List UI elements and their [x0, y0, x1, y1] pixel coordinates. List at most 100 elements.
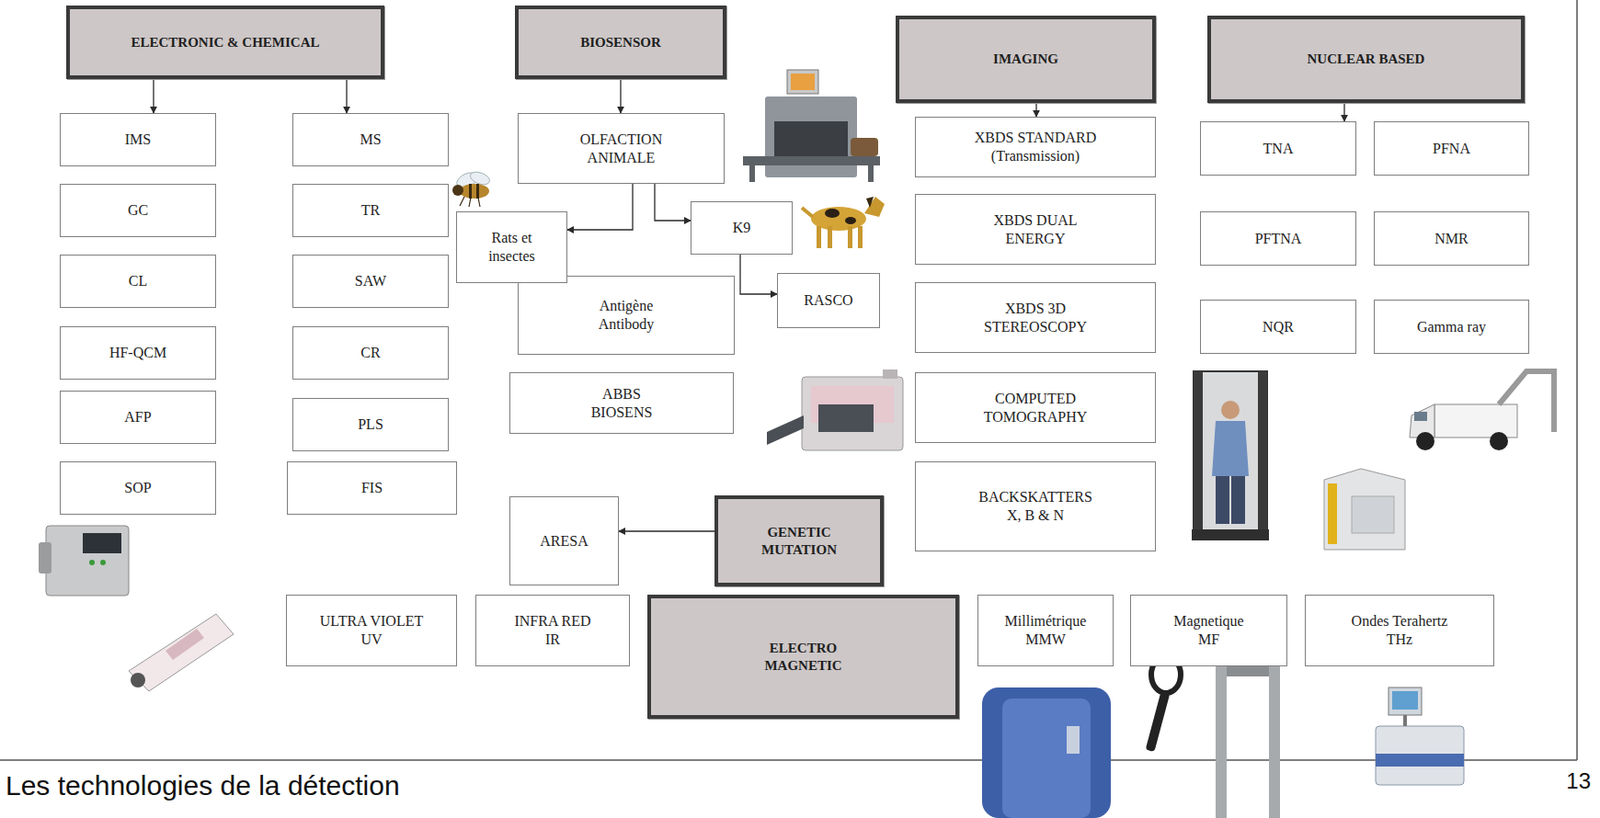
node-text: GC — [127, 201, 149, 220]
connector-arrow — [618, 530, 715, 532]
frame-line — [0, 759, 1578, 762]
node-text: XBDS STANDARD (Transmission) — [966, 128, 1105, 165]
body-scanner-portal-picture — [1191, 371, 1269, 541]
node-text: Millimétrique MMW — [994, 612, 1098, 649]
technology-box: Ondes Terahertz THz — [1304, 594, 1495, 667]
caption: Les technologies de la détection — [5, 770, 400, 802]
technology-box: AFP — [59, 390, 217, 445]
technology-box: ULTRA VIOLET UV — [285, 594, 458, 667]
technology-box: XBDS DUAL ENERGY — [914, 194, 1156, 265]
category-box: ELECTRONIC & CHEMICAL — [66, 5, 385, 80]
connector-arrow — [619, 79, 621, 114]
node-text: XBDS 3D STEREOSCOPY — [975, 299, 1096, 336]
node-text: Gamma ray — [1417, 318, 1486, 337]
xray-scanner-picture — [742, 69, 880, 183]
millimeter-wave-scanner-picture — [982, 687, 1111, 818]
node-text: ULTRA VIOLET UV — [314, 612, 430, 649]
technology-box: Antigène Antibody — [517, 275, 735, 355]
node-text: NQR — [1262, 318, 1294, 337]
inspection-cabinet-picture — [1324, 468, 1406, 550]
connector-arrow — [1343, 102, 1345, 122]
node-text: TR — [361, 201, 380, 220]
node-text: Antigène Antibody — [587, 297, 665, 333]
category-box: NUCLEAR BASED — [1207, 15, 1525, 103]
technology-box: OLFACTION ANIMALE — [517, 113, 725, 184]
connector-arrow — [1035, 102, 1037, 117]
scanner-truck-picture — [1409, 371, 1555, 451]
page-number: 13 — [1565, 768, 1591, 795]
node-text: NUCLEAR BASED — [1307, 50, 1426, 68]
node-text: CL — [128, 272, 148, 291]
node-text: RASCO — [803, 291, 853, 310]
node-text: ELECTRONIC & CHEMICAL — [130, 34, 320, 51]
dog-picture — [801, 196, 885, 249]
technology-box: TR — [292, 183, 449, 238]
technology-box: COMPUTED TOMOGRAPHY — [914, 372, 1156, 444]
node-text: BACKSKATTERS X, B & N — [971, 488, 1100, 525]
technology-box: NQR — [1200, 299, 1357, 355]
node-text: Magnetique MF — [1165, 612, 1253, 649]
technology-box: INFRA RED IR — [475, 594, 630, 667]
technology-box: BACKSKATTERS X, B & N — [914, 461, 1156, 552]
node-text: INFRA RED IR — [509, 612, 597, 649]
technology-box: SAW — [292, 254, 449, 309]
technology-box: PFTNA — [1200, 211, 1357, 266]
technology-box: TNA — [1200, 121, 1357, 176]
technology-box: ARESA — [509, 496, 619, 586]
technology-box: RASCO — [777, 273, 880, 329]
handheld-detector-picture — [128, 614, 234, 692]
node-text: ABBS BIOSENS — [571, 385, 673, 422]
node-text: NMR — [1434, 229, 1468, 249]
node-text: BIOSENSOR — [580, 34, 662, 51]
node-text: COMPUTED TOMOGRAPHY — [975, 389, 1096, 426]
node-text: XBDS DUAL ENERGY — [975, 211, 1096, 248]
trace-detector-picture — [38, 525, 129, 596]
metal-detector-picture — [1145, 656, 1280, 818]
technology-box: K9 — [690, 201, 793, 255]
node-text: K9 — [732, 218, 752, 238]
technology-box: NMR — [1373, 211, 1530, 266]
technology-box: CR — [292, 326, 449, 380]
node-text: TNA — [1263, 139, 1294, 159]
category-box: ELECTRO MAGNETIC — [647, 594, 960, 720]
technology-box: IMS — [59, 113, 217, 167]
technology-box: Magnetique MF — [1130, 594, 1288, 667]
node-text: PFNA — [1432, 139, 1471, 159]
node-text: IMS — [125, 130, 151, 149]
node-text: SAW — [354, 272, 387, 291]
node-text: GENETIC MUTATION — [746, 524, 853, 559]
node-text: FIS — [361, 479, 383, 498]
category-box: BIOSENSOR — [514, 5, 727, 80]
connector-arrow — [345, 79, 347, 114]
node-text: SOP — [124, 479, 151, 498]
frame-line — [1576, 0, 1578, 761]
technology-box: HF-QCM — [59, 326, 217, 380]
connector-arrow — [654, 183, 691, 221]
technology-box: Rats et insectes — [456, 211, 568, 284]
baggage-scanner-picture — [766, 369, 903, 451]
technology-box: GC — [59, 183, 217, 238]
technology-box: Millimétrique MMW — [977, 594, 1114, 667]
terahertz-scanner-picture — [1375, 687, 1464, 786]
node-text: CR — [360, 343, 380, 363]
technology-box: XBDS 3D STEREOSCOPY — [914, 282, 1156, 354]
technology-box: Gamma ray — [1373, 299, 1530, 355]
node-text: AFP — [124, 408, 151, 427]
frame — [0, 0, 1578, 761]
node-text: IMAGING — [993, 50, 1059, 68]
node-text: Rats et insectes — [476, 228, 549, 265]
node-text: ARESA — [539, 532, 588, 551]
technology-box: CL — [59, 254, 217, 309]
technology-box: ABBS BIOSENS — [509, 372, 734, 435]
node-text: PLS — [357, 415, 384, 435]
technology-box: FIS — [286, 461, 458, 515]
technology-box: SOP — [59, 461, 217, 515]
node-text: MS — [359, 130, 381, 149]
connector-arrow — [567, 183, 633, 230]
node-text: Ondes Terahertz THz — [1345, 612, 1454, 649]
category-box: GENETIC MUTATION — [714, 495, 884, 587]
connector-arrow — [740, 254, 778, 295]
category-box: IMAGING — [895, 15, 1156, 103]
technology-box: PFNA — [1373, 121, 1530, 176]
connector-arrow — [152, 79, 154, 114]
